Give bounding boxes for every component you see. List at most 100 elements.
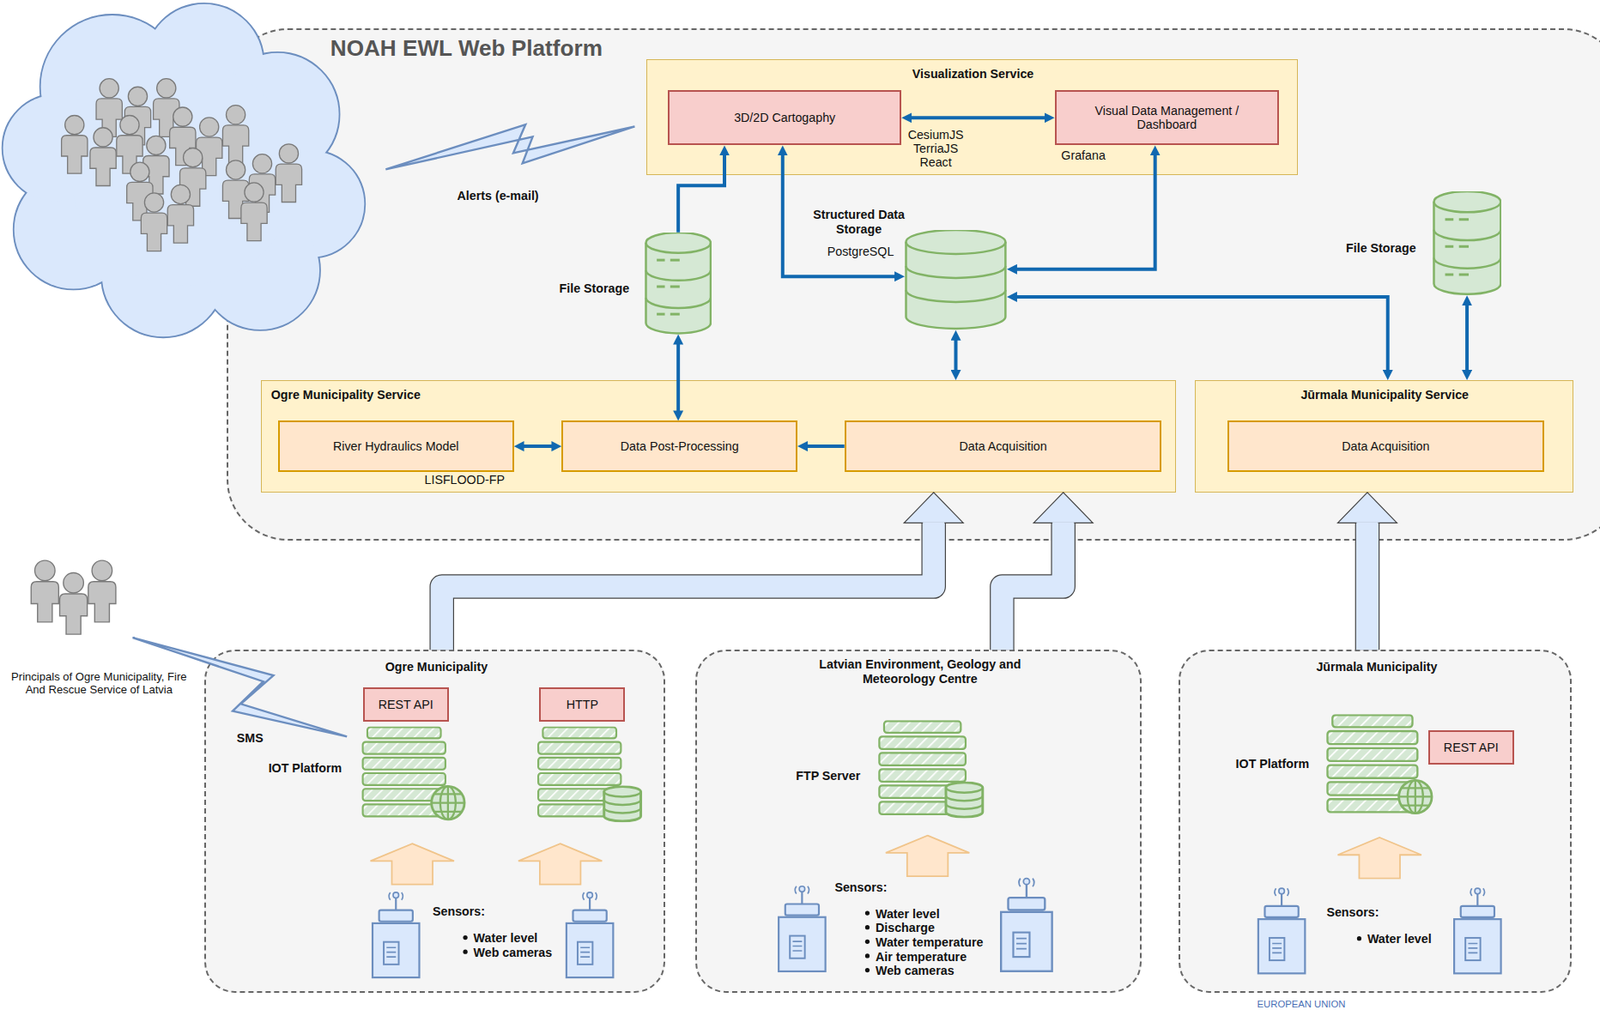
arrow-joint: [1356, 521, 1378, 524]
heading-label: Visualization Service: [912, 66, 1035, 81]
alert-bolt: [385, 124, 635, 170]
cylinder-band: [1433, 201, 1501, 213]
storage-mark: [1458, 218, 1468, 221]
text-holder: Sensors:: [432, 903, 485, 920]
text-holder: FTP Server: [795, 768, 861, 784]
text-holder: SMS: [236, 730, 264, 746]
cylinder-band: [645, 242, 710, 254]
storage-icon: [644, 232, 712, 335]
text-holder: Sensors:: [1326, 904, 1379, 921]
text-holder: Ogre Municipality: [206, 659, 667, 675]
arrow-outline: [442, 522, 934, 650]
text-holder: Discharge: [875, 920, 935, 936]
component-box: 3D/2D Cartogaphy: [667, 90, 902, 146]
text-holder: EUROPEAN UNION: [1257, 995, 1346, 1010]
arrow-body: [1356, 522, 1379, 650]
text-holder: REST API: [378, 696, 434, 713]
process-box: River Hydraulics Model: [278, 420, 515, 472]
annotation-label: Sensors:: [1326, 905, 1379, 920]
box-label: River Hydraulics Model: [333, 439, 460, 454]
connector-line: [802, 444, 845, 449]
text-holder: PostgreSQL: [827, 243, 902, 260]
cylinder-band: [645, 270, 710, 281]
text-holder: Grafana: [1060, 147, 1106, 164]
storage-mark: [670, 258, 680, 261]
people-group: [30, 560, 116, 635]
text-holder: Data Acquisition: [958, 438, 1047, 455]
text-holder: Principals of Ogre Municipality, Fire An…: [4, 670, 194, 697]
annotation-label: FTP Server: [795, 769, 861, 783]
annotation-label: SMS: [236, 731, 264, 746]
text-holder: Water level: [1367, 931, 1432, 947]
heading-label: File Storage: [1345, 241, 1417, 255]
heading-label: Jūrmala Municipality: [1315, 660, 1437, 674]
connector-arrow: [1012, 296, 1388, 376]
text-holder: IOT Platform: [268, 760, 343, 776]
storage-mark: [1458, 273, 1468, 277]
annotation-label: Sensors:: [432, 904, 485, 919]
text-holder: REST API: [1443, 739, 1499, 756]
text-holder: Web cameras: [875, 963, 955, 979]
cylinder-body: [645, 232, 710, 334]
heading-label: Ogre Municipality Service: [271, 387, 421, 402]
text-holder: Jūrmala Municipality: [1180, 659, 1574, 675]
annotation-label: Web cameras: [473, 945, 553, 960]
annotation-label: Air temperature: [875, 950, 967, 964]
text-holder: Latvian Environment, Geology and Meteoro…: [792, 657, 1048, 686]
database-cylinder: Structured Data StoragePostgreSQL: [904, 230, 1007, 331]
text-holder: CesiumJS TerriaJS React: [904, 127, 966, 171]
service-panel: River Hydraulics Model Data Post-Processi…: [260, 380, 1176, 493]
connector-arrow: [782, 150, 900, 277]
text-holder: Water level: [875, 906, 940, 922]
cylinder-band: [906, 266, 1007, 279]
arrow-body: [1001, 522, 1063, 650]
arrow-head: [903, 492, 964, 524]
arrow-joint: [1052, 521, 1074, 524]
process-box: Data Post-Processing: [561, 420, 798, 472]
annotation-label: Principals of Ogre Municipality, Fire An…: [4, 670, 194, 697]
box-label: HTTP: [566, 697, 599, 712]
data-flow-arrow: [442, 492, 964, 650]
text-holder: Alerts (e-mail): [457, 187, 540, 204]
storage-mark: [1444, 218, 1454, 221]
arrow-body: [442, 522, 934, 650]
arrow-joint: [922, 521, 945, 524]
connector-arrow: [802, 446, 845, 448]
cylinder-band: [906, 290, 1007, 303]
cylinder-body: [906, 230, 1007, 329]
connector-line: [678, 150, 725, 232]
box-label: Visual Data Management / Dashboard: [1079, 103, 1254, 133]
box-label: REST API: [378, 697, 434, 712]
arrow-outline: [1355, 522, 1381, 650]
connector-line: [1012, 296, 1388, 376]
heading-label: Latvian Environment, Geology and Meteoro…: [792, 657, 1048, 686]
sensor-icons: [372, 878, 1502, 979]
annotation-label: CesiumJS TerriaJS React: [904, 127, 966, 170]
region-panel: 3D/2D Cartogaphy Visual Data Management /…: [226, 28, 1600, 541]
box-label: Data Post-Processing: [620, 439, 740, 454]
text-holder: NOAH EWL Web Platform: [330, 35, 603, 61]
storage-mark: [656, 258, 665, 261]
box-label: Data Acquisition: [1341, 439, 1430, 454]
connector-line: [1465, 300, 1469, 376]
data-flow-arrow: [1337, 492, 1397, 650]
annotation-label: IOT Platform: [1236, 757, 1310, 771]
annotation-label: Water level: [875, 907, 940, 922]
annotation-label: IOT Platform: [268, 761, 343, 776]
connector-arrow: [955, 335, 957, 376]
component-box: Visual Data Management / Dashboard: [1054, 90, 1280, 146]
connector-line: [519, 444, 558, 449]
connector-arrow: [678, 150, 725, 232]
text-holder: Sensors:: [834, 879, 887, 896]
connector-line: [954, 335, 958, 376]
text-holder: File Storage: [1342, 240, 1417, 256]
box-label: 3D/2D Cartogaphy: [733, 110, 836, 125]
text-holder: River Hydraulics Model: [333, 438, 460, 455]
box-label: REST API: [1443, 740, 1499, 755]
storage-mark: [656, 284, 665, 288]
text-holder: 3D/2D Cartogaphy: [733, 109, 836, 126]
connector-arrow: [906, 117, 1049, 119]
text-holder: Water temperature: [875, 934, 983, 951]
text-holder: HTTP: [566, 696, 599, 713]
